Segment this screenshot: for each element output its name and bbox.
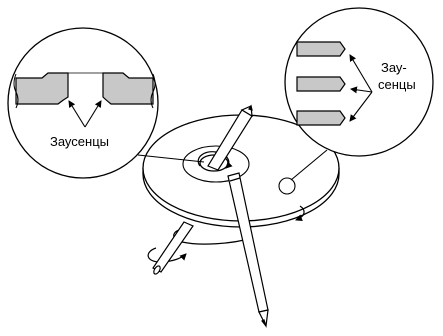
edge-slab-2: [296, 76, 346, 92]
zoom-leader-left: [137, 154, 205, 163]
label-burrs-left: Заусенцы: [50, 134, 109, 149]
zoom-leader-right: [290, 149, 328, 181]
label-burrs-right-line1: Зау-: [381, 60, 407, 75]
label-burrs-right-line2: сенцы: [378, 77, 416, 92]
zoom-circle-left: [7, 27, 159, 179]
disc-hub-ring: [182, 145, 250, 183]
cross-section-left-slab: [15, 72, 69, 105]
pencil-long-lower: [227, 172, 269, 329]
edge-slab-3: [296, 110, 346, 126]
zoom-inner-hole: Заусенцы: [7, 27, 205, 179]
rotation-arrow-disc-right: [295, 205, 305, 222]
zoom-outer-edge: Зау- сенцы: [278, 7, 434, 195]
edge-slab-1: [296, 41, 346, 57]
pencil-lower-left: [152, 221, 194, 275]
cross-section-right-slab: [102, 72, 154, 105]
pencil-upper-center: [207, 104, 253, 171]
disc-edge-marker: [278, 177, 296, 195]
